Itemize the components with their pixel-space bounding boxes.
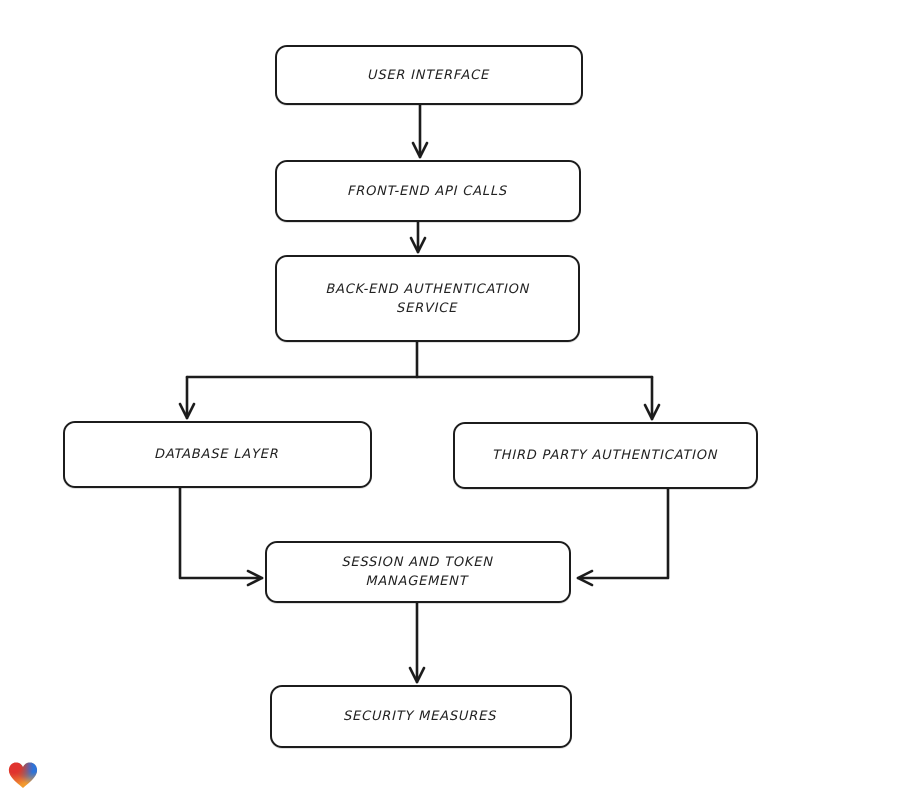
node-user-interface: USER INTERFACE (275, 45, 583, 105)
edge-ui-to-frontend (411, 103, 429, 159)
node-database-layer: DATABASE LAYER (63, 421, 372, 488)
node-session-and-token-management: SESSION AND TOKEN MANAGEMENT (265, 541, 571, 603)
edge-backend-branch (178, 340, 661, 421)
node-label: FRONT-END API CALLS (347, 183, 509, 199)
node-back-end-authentication-service: BACK-END AUTHENTICATION SERVICE (275, 255, 580, 342)
edge-frontend-to-backend (409, 220, 427, 254)
edge-database-to-session (178, 486, 264, 587)
node-label: SESSION AND TOKEN MANAGEMENT (342, 555, 495, 589)
edge-thirdparty-to-session (576, 487, 670, 587)
node-label: BACK-END AUTHENTICATION SERVICE (325, 281, 531, 316)
node-front-end-api-calls: FRONT-END API CALLS (275, 160, 581, 222)
node-label: DATABASE LAYER (154, 447, 281, 462)
node-label: THIRD PARTY AUTHENTICATION (492, 448, 719, 463)
node-label: USER INTERFACE (367, 67, 491, 83)
node-security-measures: SECURITY MEASURES (270, 685, 572, 748)
node-third-party-authentication: THIRD PARTY AUTHENTICATION (453, 422, 758, 489)
node-label: SECURITY MEASURES (344, 709, 498, 724)
edge-session-to-security (408, 601, 426, 684)
